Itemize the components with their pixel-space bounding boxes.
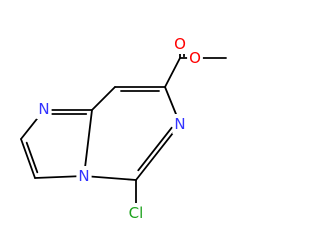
bond-group	[20, 43, 227, 208]
double-bond-line-3	[137, 126, 173, 172]
atom-label-backdrop	[126, 203, 146, 223]
bond-c3-c4	[20, 138, 36, 179]
atom-group: N N N O O Cl	[36, 34, 203, 223]
atom-label-backdrop	[172, 34, 188, 54]
atom-label-n2: N	[78, 167, 89, 185]
double-bond-line-1	[25, 141, 39, 174]
bond-c5-c6	[91, 86, 116, 111]
atom-label-n1: N	[38, 100, 49, 118]
atom-label-backdrop	[187, 48, 203, 68]
bond-c7-c9	[164, 57, 181, 88]
molecule-structure: N N N O O Cl	[20, 34, 227, 223]
bond-n2-c5	[83, 109, 93, 177]
molecule-canvas: N N N O O Cl	[20, 34, 227, 223]
atom-label-backdrop	[172, 114, 188, 134]
atom-label-cl: Cl	[129, 204, 144, 222]
bond-c8-n2	[83, 175, 137, 181]
atom-label-n3: N	[174, 115, 185, 133]
atom-label-backdrop	[36, 99, 52, 119]
atom-label-backdrop	[76, 166, 92, 186]
bond-c4-n2	[34, 175, 85, 179]
atom-label-o1: O	[174, 35, 186, 53]
atom-label-o2: O	[189, 49, 201, 67]
